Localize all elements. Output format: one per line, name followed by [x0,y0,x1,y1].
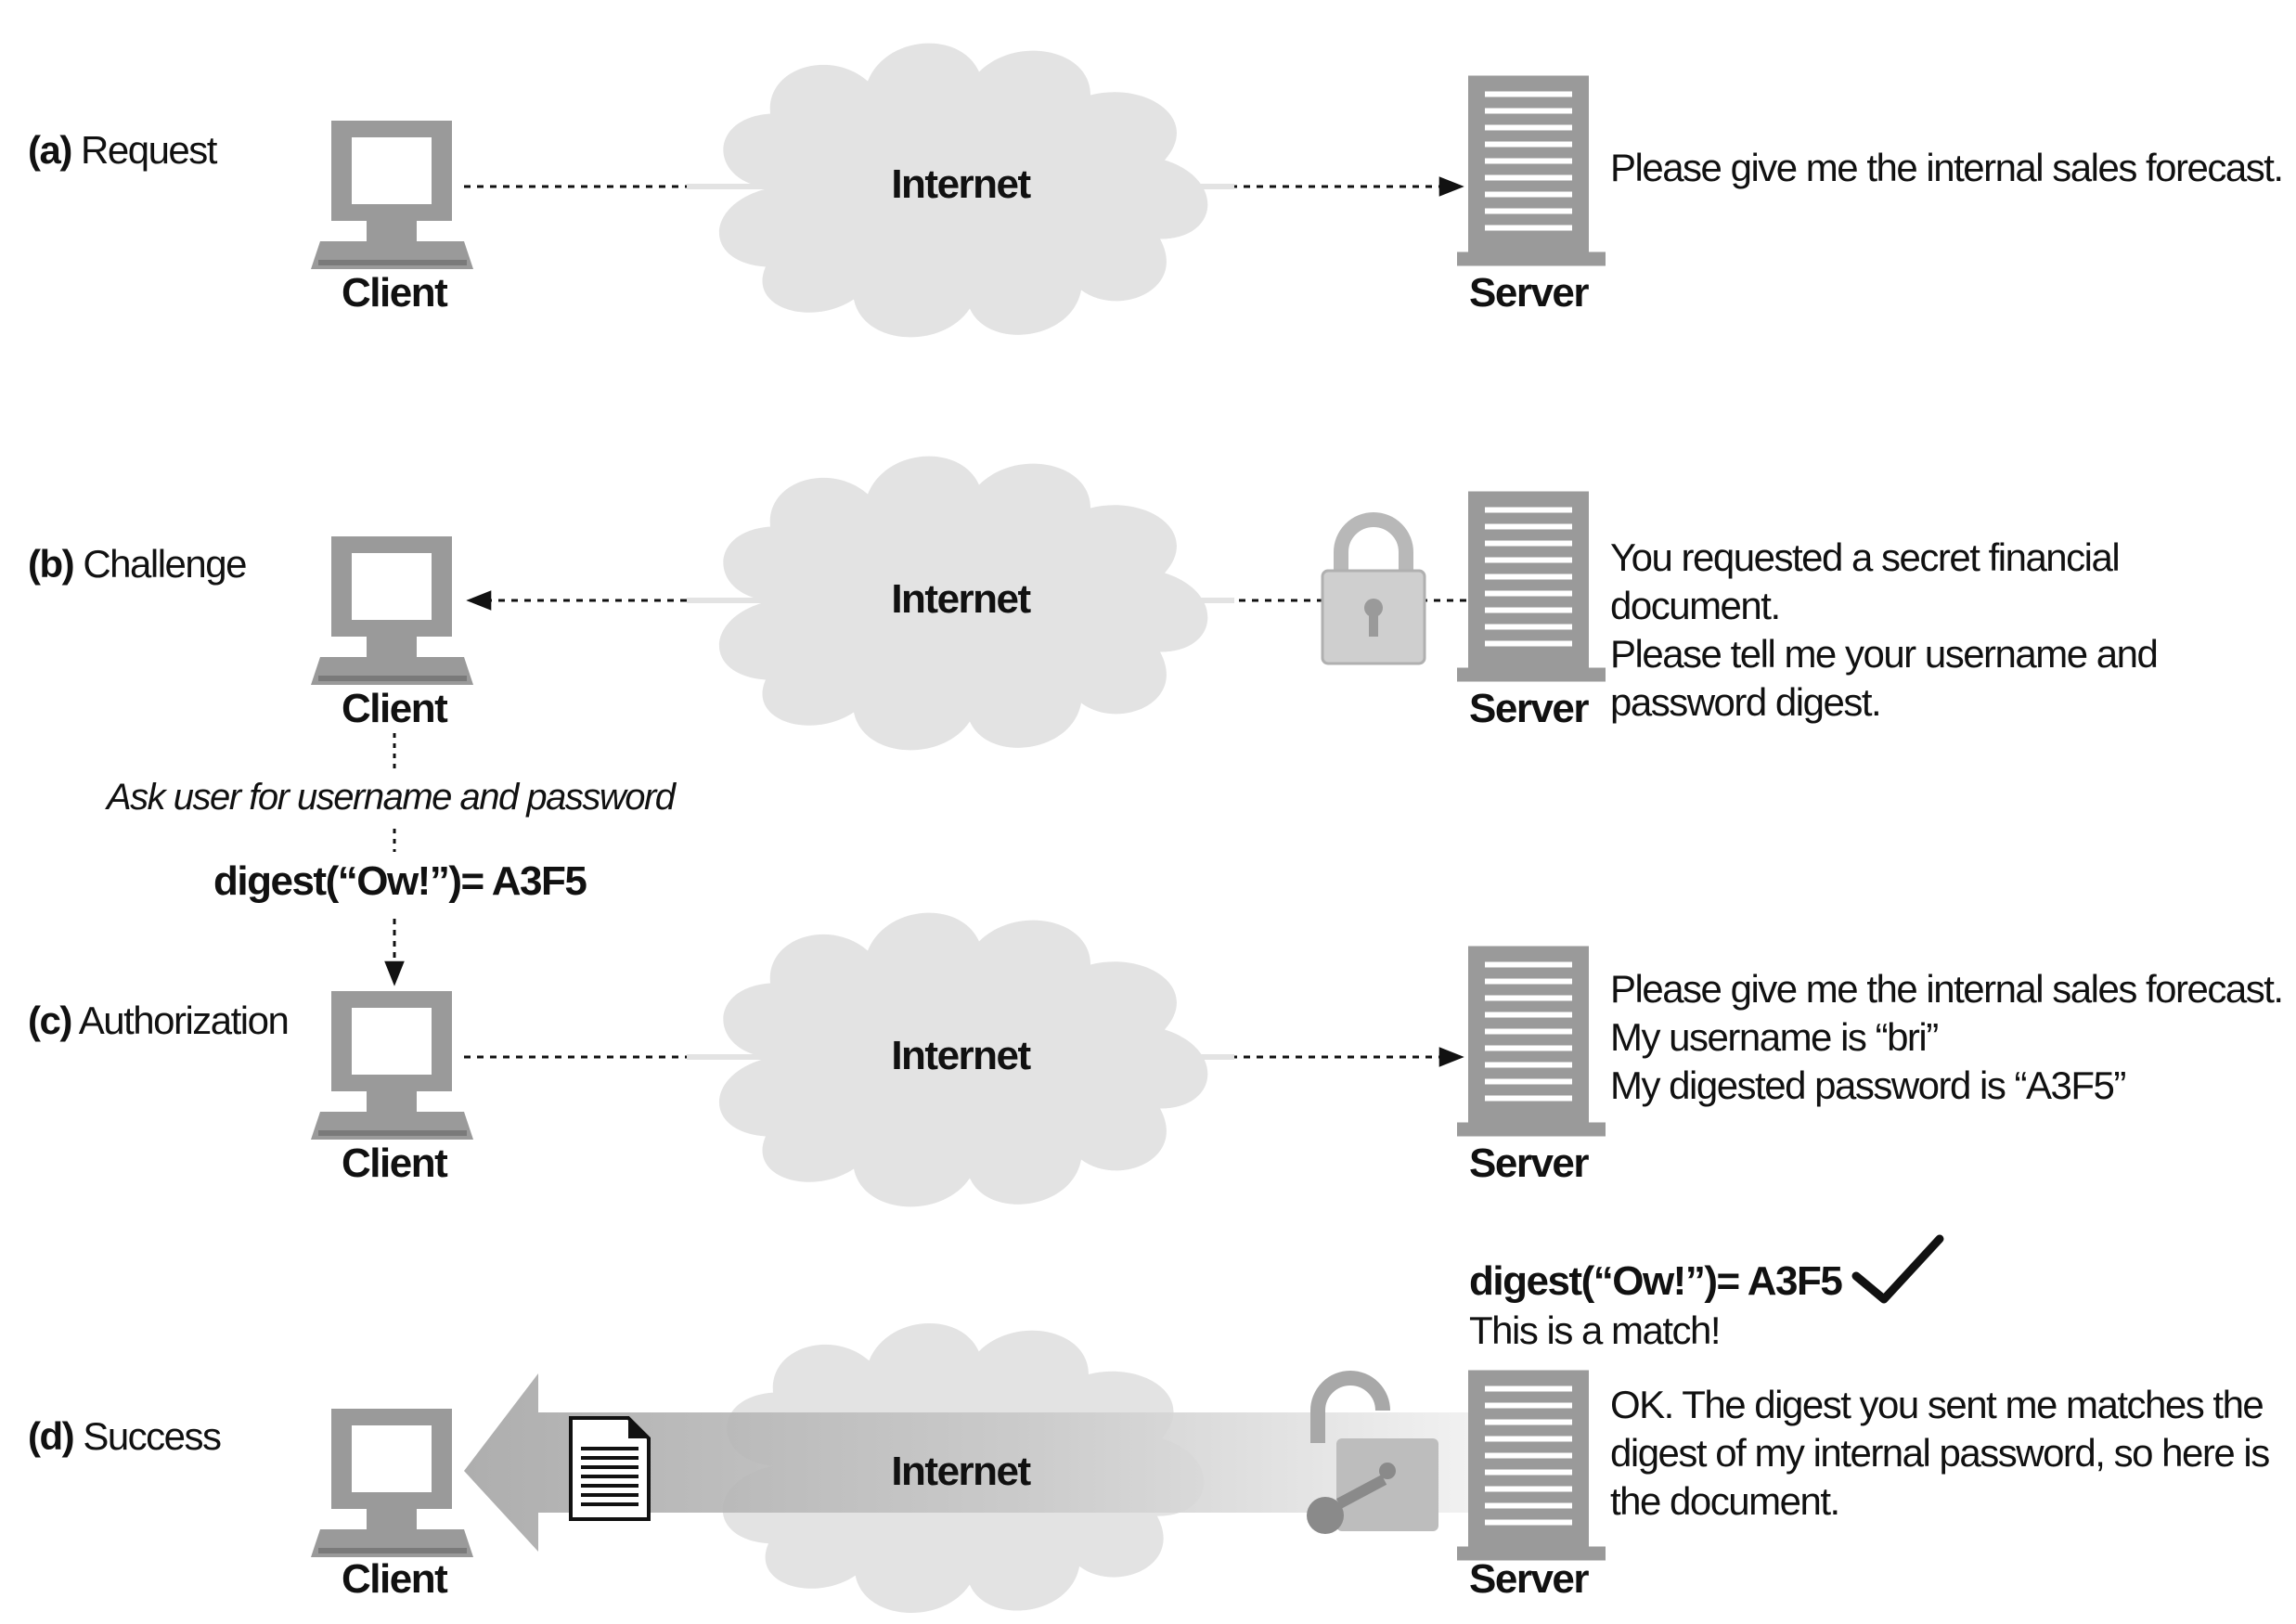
match-note: This is a match! [1469,1308,1722,1352]
success-message: OK. The digest you sent me matches the d… [1610,1383,2270,1523]
internet-label: Internet [891,1033,1031,1078]
client-digest-calc: digest(“Ow!”)= A3F5 [213,858,587,904]
internet-label: Internet [891,161,1031,207]
request-message: Please give me the internal sales foreca… [1610,146,2284,189]
step-label-d: (d) Success [28,1414,222,1458]
client-computer-icon [311,991,473,1140]
step-label-b: (b) Challenge [28,542,247,586]
document-delivery-arrow [464,1373,1476,1552]
challenge-message: You requested a secret financial documen… [1610,535,2159,724]
client-label: Client [342,1141,448,1186]
row-a-request [311,43,1606,338]
internet-label: Internet [891,1449,1031,1494]
row-c-authorization [311,912,1606,1207]
client-label: Client [342,270,448,316]
authorization-message: Please give me the internal sales foreca… [1610,967,2284,1107]
client-label: Client [342,1556,448,1602]
step-label-c: (c) Authorization [28,999,290,1042]
server-label: Server [1469,1556,1590,1602]
server-icon [1457,947,1606,1137]
client-computer-icon [311,121,473,269]
server-label: Server [1469,1141,1590,1186]
server-label: Server [1469,270,1590,316]
server-icon [1457,492,1606,682]
row-b-challenge [311,456,1606,986]
document-icon [569,1416,651,1521]
internet-label: Internet [891,576,1031,622]
step-label-a: (a) Request [28,128,217,172]
server-digest-check: digest(“Ow!”)= A3F5 [1469,1258,1843,1304]
client-computer-icon [311,536,473,685]
client-computer-icon [311,1409,473,1557]
server-label: Server [1469,686,1590,731]
ask-user-note: Ask user for username and password [107,777,676,818]
server-icon [1457,76,1606,266]
checkmark-icon [1851,1234,1944,1304]
padlock-closed-icon [1322,520,1425,664]
client-label: Client [342,686,448,731]
row-d-success [311,1234,1944,1613]
server-icon [1457,1371,1606,1561]
